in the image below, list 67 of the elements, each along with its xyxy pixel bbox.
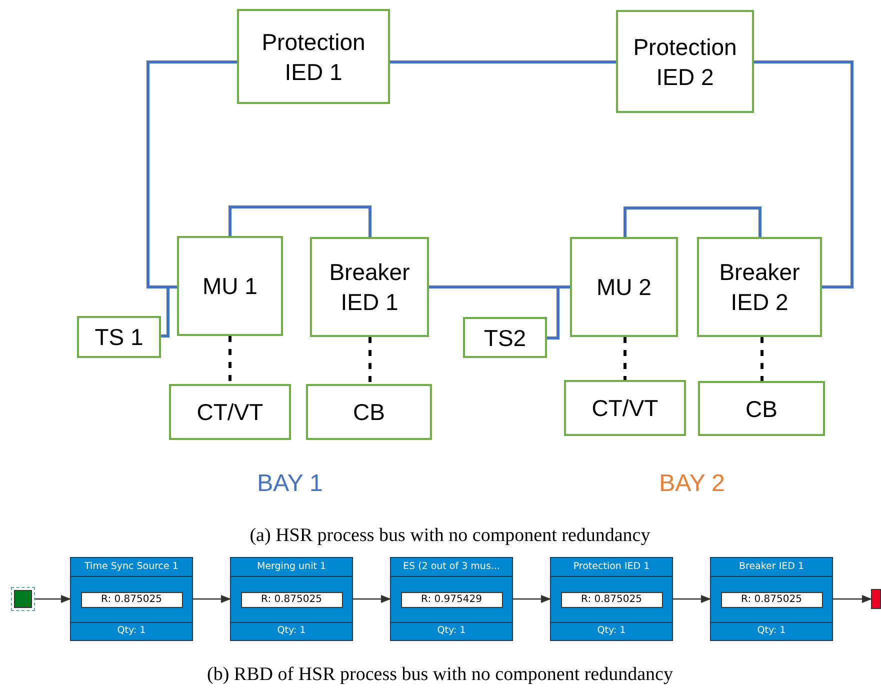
component-label: Protection IED 1 [260,28,366,86]
quantity-label: Qty: 1 [757,624,786,638]
component-box [698,381,825,436]
rbd-block [390,557,513,641]
component-label: MU 2 [596,273,652,302]
rbd-block [230,557,353,641]
quantity-label: Qty: 1 [277,624,306,638]
component-box [616,10,754,113]
quantity-label: Qty: 1 [117,624,146,638]
connector-line [228,336,232,384]
component-box [237,9,390,104]
bay-label: BAY 2 [658,469,726,499]
connector-line [368,337,372,384]
component-label: Protection IED 2 [632,32,738,92]
arrow [833,595,872,603]
connector-line [760,337,764,381]
start-block [11,587,35,611]
arrow [673,595,711,603]
rbd-block [710,557,833,641]
reliability-field: R: 0.875025 [560,592,662,608]
rbd-block [70,557,193,641]
component-box [306,384,432,440]
component-box [570,237,678,337]
bay-label: BAY 1 [256,469,324,499]
connector-line [547,286,570,340]
component-label: MU 1 [202,272,258,301]
block-title: Breaker IED 1 [739,560,804,574]
end-block [871,589,881,609]
component-label: TS2 [484,324,526,352]
component-label: Breaker IED 2 [718,258,801,317]
rbd-block [550,557,673,641]
arrow [35,595,71,603]
figure-caption: (a) HSR process bus with no component redundancy [248,524,652,548]
connector-line [161,286,177,338]
component-box [564,380,686,436]
block-title: Protection IED 1 [573,560,650,574]
component-label: CB [746,394,778,424]
component-box [697,237,822,337]
arrow [513,595,551,603]
block-title: Time Sync Source 1 [84,560,178,574]
connector-line [754,60,854,288]
connector-line [390,60,616,64]
connector-line [146,60,237,288]
figure-caption: (b) RBD of HSR process bus with no component redundancy [206,663,674,687]
block-title: ES (2 out of 3 mus... [403,560,500,574]
component-label: CB [353,398,385,427]
connector-line [624,206,762,237]
component-label: Breaker IED 1 [328,258,411,317]
block-title: Merging unit 1 [257,560,326,574]
component-box [463,317,547,358]
reliability-field: R: 0.875025 [80,592,182,608]
component-box [77,316,161,358]
quantity-label: Qty: 1 [597,624,626,638]
component-box [310,237,429,337]
arrow [193,595,231,603]
reliability-field: R: 0.875025 [720,592,822,608]
connector-line [624,337,626,380]
component-label: CT/VT [592,394,658,423]
component-label: TS 1 [94,323,144,352]
connector-line [228,206,372,237]
component-box [169,384,291,440]
quantity-label: Qty: 1 [437,624,466,638]
component-label: CT/VT [196,398,264,427]
reliability-field: R: 0.975429 [400,592,502,608]
reliability-field: R: 0.875025 [240,592,342,608]
arrow [353,595,391,603]
component-box [177,236,283,336]
